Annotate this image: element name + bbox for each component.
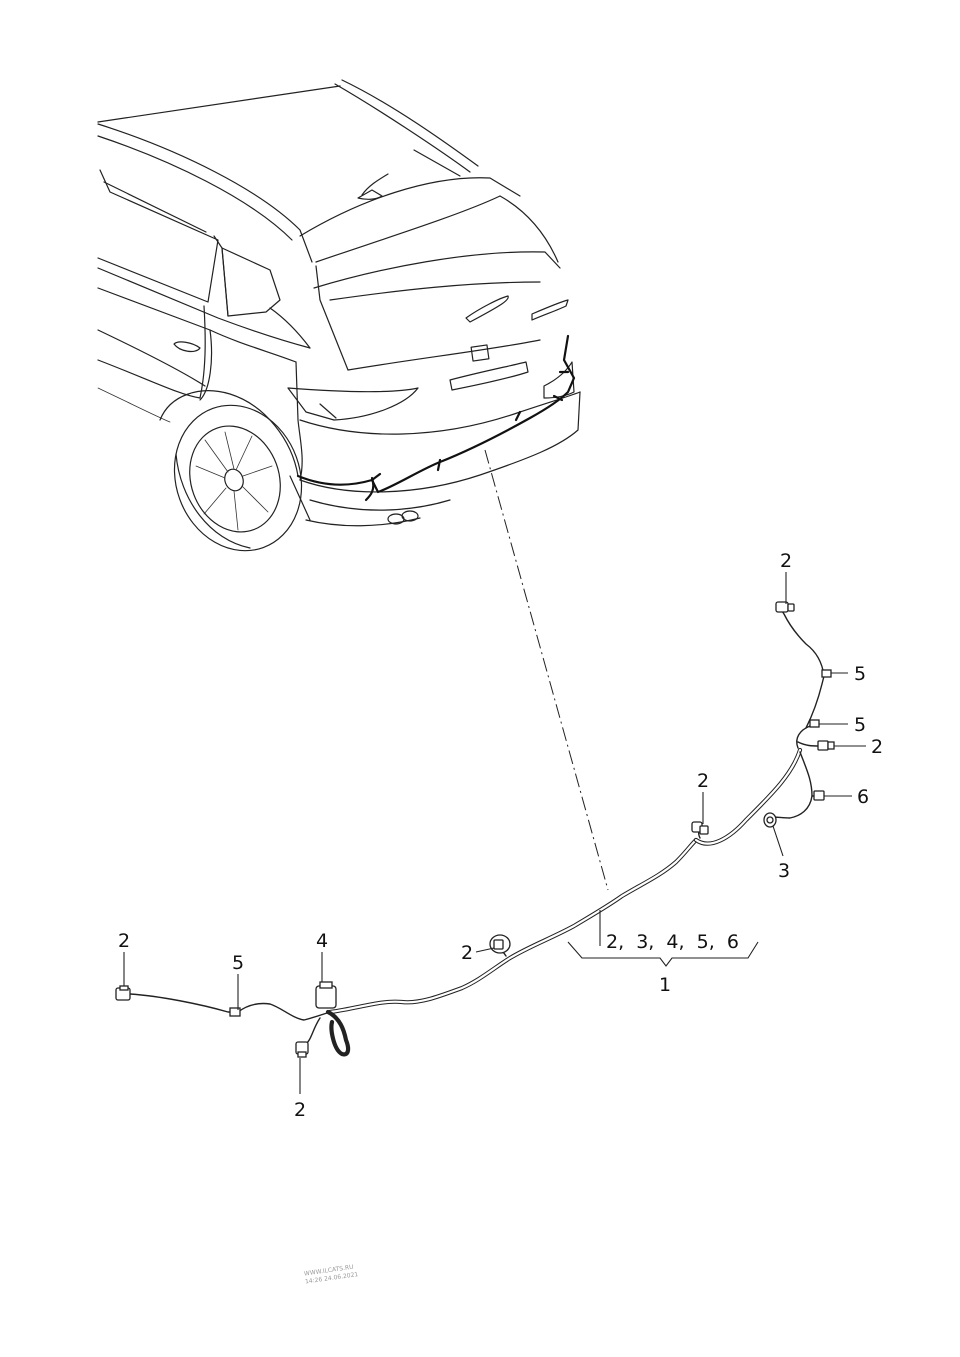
callout-1: 1	[659, 974, 671, 996]
connector-5-upper	[821, 669, 832, 678]
connector-5-left	[229, 1007, 241, 1017]
callout-labels: 2 5 5 2 6 2 3 2 2, 3, 4, 5, 6 1 2 5 4 2	[118, 550, 883, 1121]
watermark: WWW.ILCATS.RU 14:26 24.06.2021	[304, 1264, 359, 1286]
harness-detail	[115, 601, 835, 1058]
connector-4-module	[315, 981, 337, 1009]
callout-5-lower: 5	[854, 714, 866, 736]
connector-2-top-right	[775, 601, 795, 613]
bumper-harness	[296, 334, 576, 494]
callout-4: 4	[316, 930, 328, 952]
callout-2-center: 2	[461, 942, 473, 964]
callout-2-top-right: 2	[780, 550, 792, 572]
callout-5-left: 5	[232, 952, 244, 974]
connector-2-bottom	[295, 1041, 309, 1058]
callout-2-mid: 2	[697, 770, 709, 792]
locator-line	[484, 449, 609, 891]
callout-2-bottom: 2	[294, 1099, 306, 1121]
connector-2-right	[817, 740, 835, 751]
connector-2-mid	[691, 821, 709, 835]
connector-6	[813, 790, 825, 801]
connector-3	[763, 812, 777, 828]
leader-lines	[123, 572, 866, 1094]
connector-5-lower	[809, 719, 820, 728]
wheel-spokes	[195, 431, 273, 531]
callout-5-upper: 5	[854, 663, 866, 685]
callout-2-left: 2	[118, 930, 130, 952]
callout-3: 3	[778, 860, 790, 882]
vehicle-illustration	[97, 79, 581, 552]
callout-6: 6	[857, 786, 869, 808]
connector-2-center	[489, 934, 511, 954]
callout-2-right: 2	[871, 736, 883, 758]
callout-group: 2, 3, 4, 5, 6	[606, 931, 739, 953]
connector-2-left	[115, 985, 131, 1001]
